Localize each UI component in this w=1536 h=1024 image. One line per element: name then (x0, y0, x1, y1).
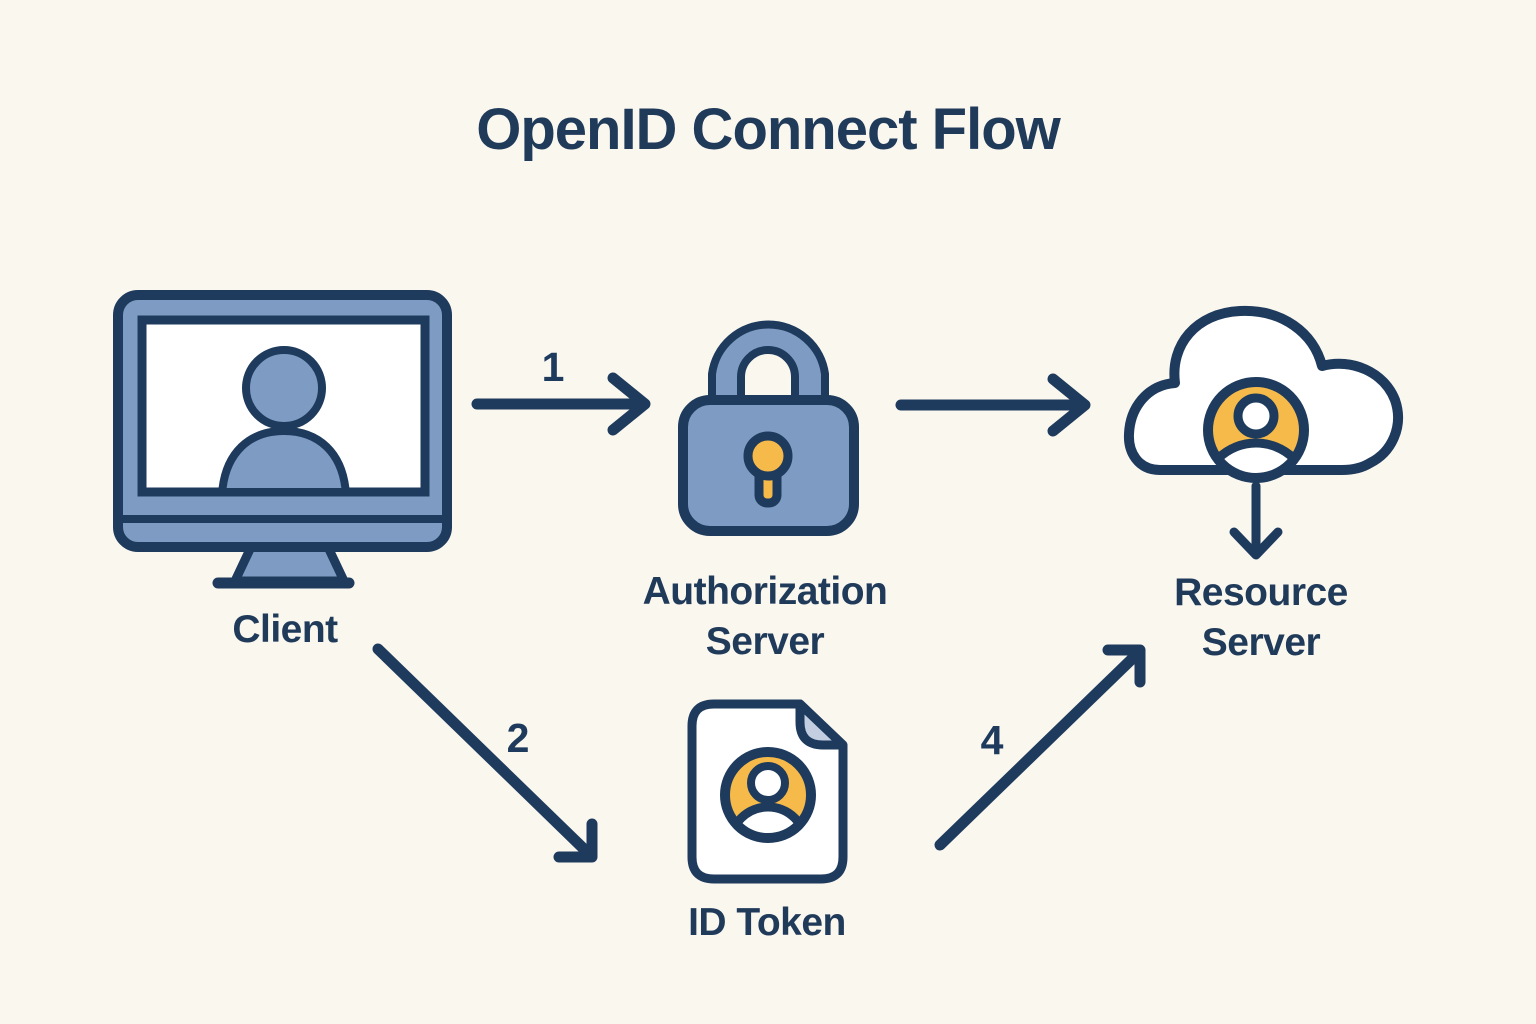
user-head (242, 346, 326, 430)
padlock-icon (678, 320, 859, 536)
monitor-user-icon (113, 290, 452, 589)
label-line: Server (705, 620, 825, 663)
client-label: Client (135, 606, 435, 654)
user-avatar-badge (720, 747, 816, 843)
document-fold-corner (795, 699, 848, 750)
label-line: Authorization (642, 570, 888, 613)
step-2-label: 2 (506, 715, 530, 761)
label-line: Client (232, 608, 338, 651)
cloud-user-icon (1123, 305, 1403, 560)
arrow-head (1102, 644, 1146, 688)
user-shoulders (218, 426, 350, 488)
arrow-auth-server-to-resource-server (895, 373, 1091, 437)
avatar-shoulders (725, 802, 811, 838)
arrow-client-to-id-token (372, 643, 598, 863)
id-token-label: ID Token (617, 899, 917, 947)
arrow-line (372, 643, 592, 857)
arrow-client-to-auth-server (471, 372, 651, 436)
arrow-head (553, 818, 598, 863)
arrow-head (1229, 527, 1283, 560)
lock-shackle (708, 320, 829, 408)
avatar-ring (1203, 377, 1309, 483)
arrow-head (607, 372, 651, 436)
arrow-cloud-to-resource-label (1229, 481, 1283, 560)
authorization-server-label: Authorization Server (595, 567, 935, 667)
step-1-label: 1 (541, 344, 565, 390)
label-line: Server (1201, 621, 1321, 664)
label-line: ID Token (688, 901, 846, 944)
user-silhouette (218, 346, 350, 488)
avatar-head (747, 762, 789, 804)
step-4-label: 4 (980, 717, 1004, 763)
user-avatar-badge (1203, 377, 1309, 483)
diagram-title: OpenID Connect Flow (476, 97, 1061, 162)
document-user-icon (687, 699, 848, 884)
arrow-line (934, 651, 1140, 851)
arrow-id-token-to-resource-server (934, 644, 1146, 851)
label-line: Resource (1174, 571, 1348, 614)
arrow-head (1047, 373, 1091, 437)
avatar-ring (720, 747, 816, 843)
keyhole-icon (743, 431, 793, 481)
avatar-head (1233, 393, 1279, 439)
resource-server-label: Resource Server (1091, 568, 1431, 668)
